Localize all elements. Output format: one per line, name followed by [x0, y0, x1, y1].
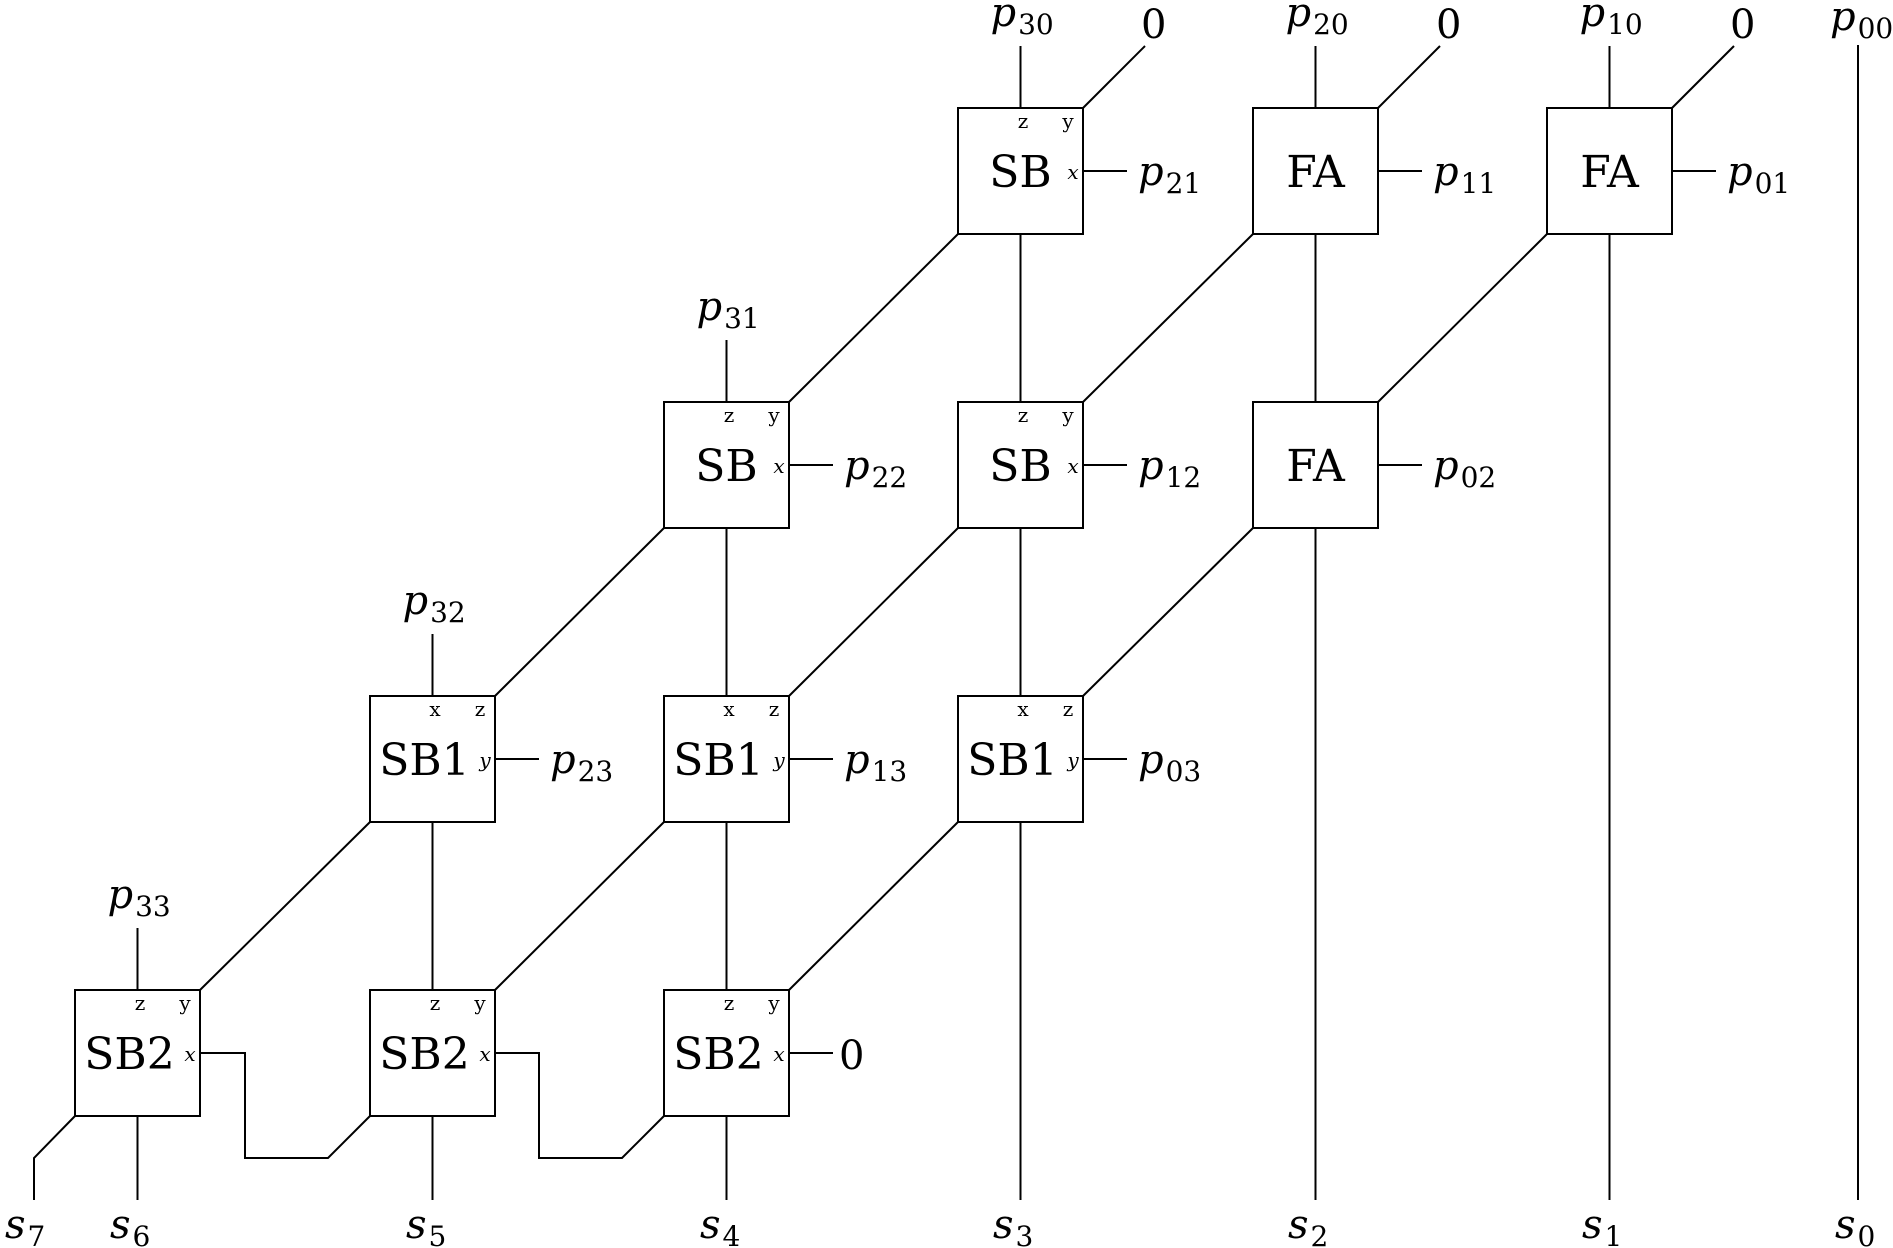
cell-label-c20: FA — [1286, 147, 1346, 198]
port-top-left-c30: z — [1018, 109, 1029, 133]
port-right-c12: y — [1066, 748, 1079, 772]
input-zero-c30: 0 — [1141, 2, 1166, 48]
port-right-c23: x — [479, 1042, 490, 1066]
cell-box-c22 — [663, 695, 790, 823]
input-zero-right-c13: 0 — [839, 1033, 864, 1079]
port-top-left-c32: x — [429, 697, 441, 721]
wires — [33, 45, 1859, 1200]
port-top-left-c21: z — [1018, 403, 1029, 427]
chain-wire-c33-c23 — [200, 1052, 371, 1159]
input-label-p23: p23 — [550, 737, 613, 788]
input-label-p33: p33 — [108, 872, 171, 923]
port-top-right-c31: y — [767, 403, 780, 427]
cell-label-c23: SB2 — [379, 1029, 469, 1080]
port-top-left-c12: x — [1017, 697, 1029, 721]
cell-box-c31 — [663, 401, 790, 529]
input-wire-zero-c30 — [1082, 45, 1146, 109]
input-wire-zero-c10 — [1671, 45, 1735, 109]
input-label-p32: p32 — [403, 578, 466, 629]
output-label-s2: s2 — [1288, 1202, 1328, 1248]
cell-label-c21: SB — [989, 441, 1051, 492]
cell-label-c11: FA — [1286, 441, 1346, 492]
cell-label-c12: SB1 — [967, 735, 1057, 786]
input-label-p01: p01 — [1727, 149, 1790, 200]
sum-wire-c30-c31 — [788, 233, 959, 403]
input-label-p22: p22 — [844, 443, 907, 494]
input-wire-zero-c20 — [1377, 45, 1441, 109]
port-top-left-c23: z — [430, 991, 441, 1015]
cell-box-c13 — [663, 989, 790, 1117]
chain-wire-c23-c13 — [495, 1052, 665, 1159]
input-label-p13: p13 — [844, 737, 907, 788]
sum-wire-c32-c33 — [199, 821, 371, 991]
s7-wire — [33, 1115, 76, 1200]
cell-box-c30 — [957, 107, 1084, 235]
port-top-right-c23: y — [473, 991, 486, 1015]
cell-box-c33 — [74, 989, 201, 1117]
sum-wire-c21-c22 — [788, 527, 959, 697]
port-top-right-c32: z — [475, 697, 486, 721]
port-top-left-c33: z — [135, 991, 146, 1015]
cell-label-c32: SB1 — [379, 735, 469, 786]
sum-wire-c12-c13 — [788, 821, 959, 991]
port-right-c30: x — [1067, 160, 1078, 184]
cell-label-c22: SB1 — [673, 735, 763, 786]
output-label-s4: s4 — [700, 1202, 740, 1248]
cell-box-c23 — [369, 989, 496, 1117]
cell-label-c10: FA — [1580, 147, 1640, 198]
output-label-s1: s1 — [1582, 1202, 1622, 1248]
input-label-p02: p02 — [1433, 443, 1496, 494]
input-label-p12: p12 — [1138, 443, 1201, 494]
sum-wire-c22-c23 — [494, 821, 665, 991]
port-top-left-c13: z — [724, 991, 735, 1015]
input-zero-c20: 0 — [1436, 2, 1461, 48]
cells — [74, 107, 1673, 1117]
port-right-c31: x — [773, 454, 784, 478]
output-label-s5: s5 — [406, 1202, 446, 1248]
output-label-s6: s6 — [110, 1202, 150, 1248]
sum-wire-c20-c21 — [1082, 233, 1254, 403]
sum-wire-c10-c11 — [1377, 233, 1548, 403]
output-label-s0: s0 — [1835, 1202, 1875, 1248]
port-top-right-c22: z — [769, 697, 780, 721]
sum-wire-c31-c32 — [494, 527, 665, 697]
port-top-left-c22: x — [723, 697, 735, 721]
cell-box-c10 — [1546, 107, 1673, 235]
cell-box-c32 — [369, 695, 496, 823]
port-top-right-c33: y — [178, 991, 191, 1015]
cell-box-c20 — [1252, 107, 1379, 235]
port-right-c13: x — [773, 1042, 784, 1066]
input-label-p30: p30 — [991, 0, 1054, 41]
port-top-right-c12: z — [1063, 697, 1074, 721]
input-label-p20: p20 — [1286, 0, 1349, 41]
port-top-left-c31: z — [724, 403, 735, 427]
input-label-p10: p10 — [1580, 0, 1643, 41]
cell-box-c12 — [957, 695, 1084, 823]
port-right-c33: x — [184, 1042, 195, 1066]
port-right-c32: y — [478, 748, 491, 772]
port-top-right-c21: y — [1061, 403, 1074, 427]
input-label-p00: p00 — [1830, 0, 1893, 45]
sum-wire-c11-c12 — [1082, 527, 1254, 697]
cell-label-c33: SB2 — [84, 1029, 174, 1080]
input-label-p21: p21 — [1138, 149, 1201, 200]
input-label-p11: p11 — [1433, 149, 1496, 200]
input-label-p31: p31 — [697, 284, 760, 335]
cell-label-c30: SB — [989, 147, 1051, 198]
cell-box-c11 — [1252, 401, 1379, 529]
port-top-right-c30: y — [1061, 109, 1074, 133]
port-right-c22: y — [772, 748, 785, 772]
cell-label-c13: SB2 — [673, 1029, 763, 1080]
port-top-right-c13: y — [767, 991, 780, 1015]
labels: p30 0 p21 p20 0 p11 p10 0 p01 p31 p22 p12 p02 p32 p23 p… — [5, 0, 1893, 1248]
port-right-c21: x — [1067, 454, 1078, 478]
output-label-s3: s3 — [993, 1202, 1033, 1248]
cell-box-c21 — [957, 401, 1084, 529]
input-label-p03: p03 — [1138, 737, 1201, 788]
cell-label-c31: SB — [695, 441, 757, 492]
input-zero-c10: 0 — [1730, 2, 1755, 48]
output-label-s7: s7 — [5, 1202, 45, 1248]
